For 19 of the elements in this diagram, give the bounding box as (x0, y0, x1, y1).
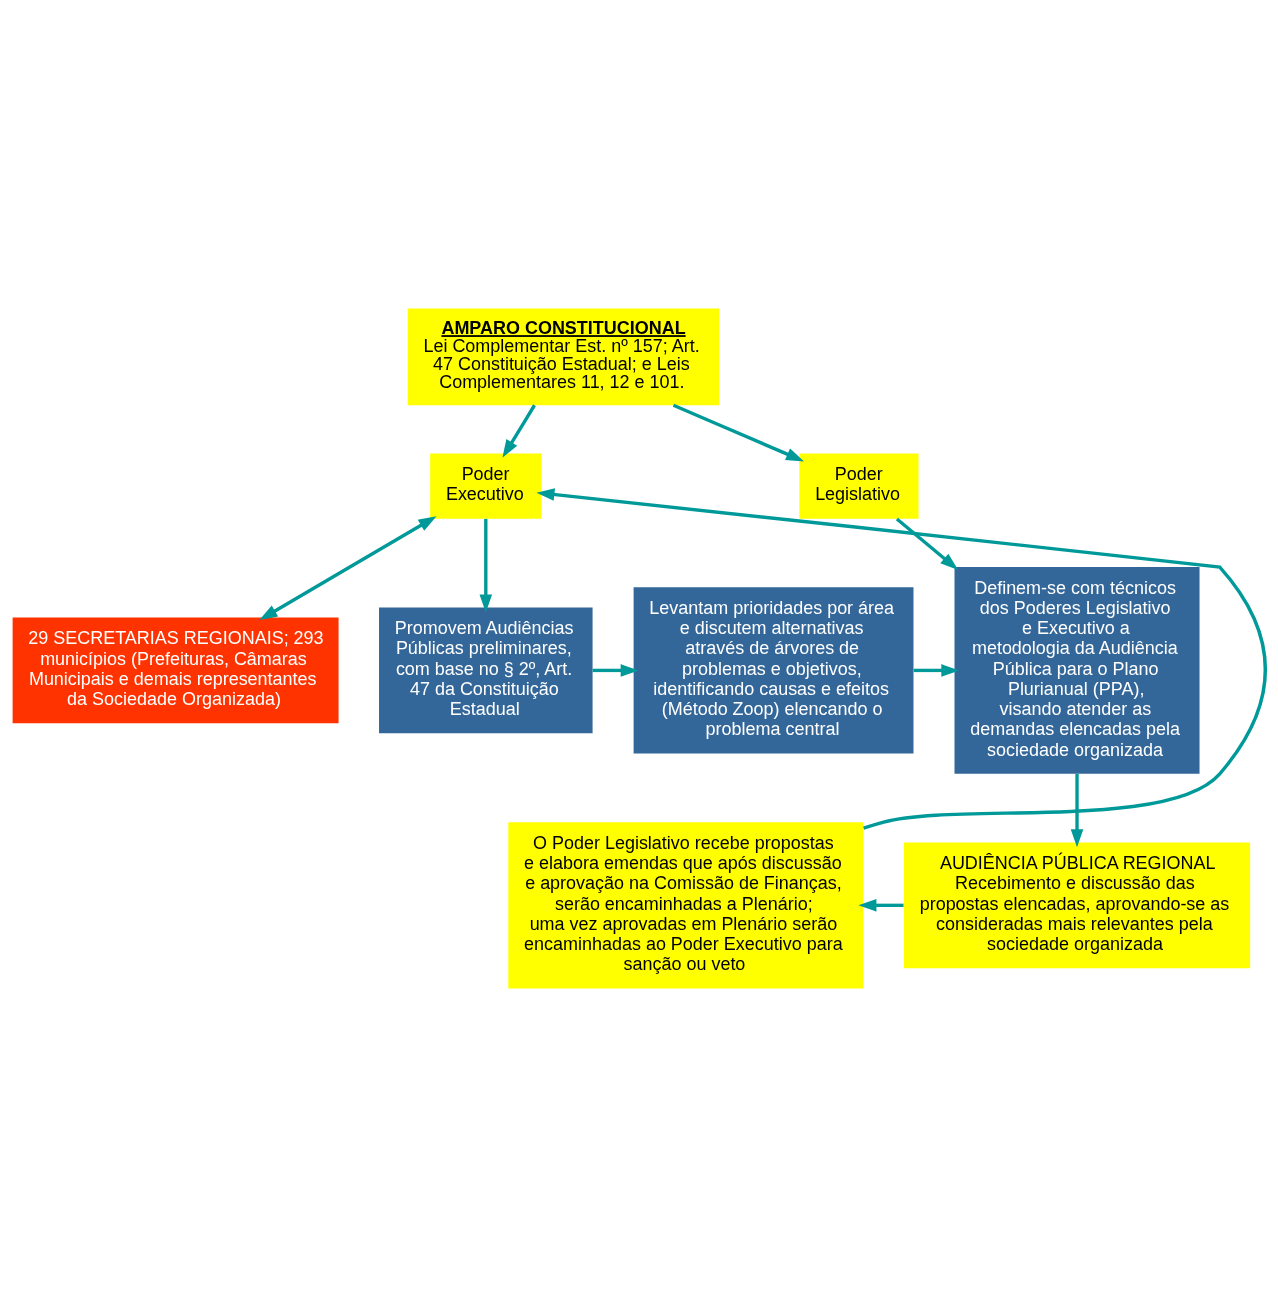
arrow (592, 663, 639, 677)
arrow (858, 898, 904, 912)
node-box: AMPARO CONSTITUCIONAL Lei Complementar Est. nº 157; Art. 47 Constituição Estadual; e Leis Complementares 11, 12 e 101. (407, 308, 720, 405)
node-box: O Poder Legislativo recebe propostas e elabora emendas que após discussão e aprovação na Comissão de Finanças, serão encaminhadas a Plenário; uma vez aprovadas em Plenário serão encaminhadas ao Poder Executivo para sanção ou veto (508, 821, 864, 988)
node-box: Definem-se com técnicos dos Poderes Legislativo e Executivo a metodologia da Audiência Pública para o Plano Plurianual (PPA), visando atender as demandas elencadas pela sociedade organizada (954, 566, 1200, 774)
node-box: Poder Executivo (430, 453, 542, 519)
arrow (479, 518, 493, 612)
node-box: AUDIÊNCIA PÚBLICA REGIONAL Recebimento e discussão das propostas elencadas, aprovando-se as consideradas mais relevantes pela sociedade organizada (903, 841, 1251, 968)
arrow (895, 517, 959, 570)
arrow (259, 515, 437, 620)
node-box: Levantam prioridades por área e discutem alternativas através de árvores de problemas e objetivos, identificando causas e efeitos (Método Zoop) elencando o problema central (633, 586, 914, 754)
arrow (502, 403, 536, 458)
node-box: 29 SECRETARIAS REGIONAIS; 293 municípios (Prefeituras, Câmaras Municipais e demais representantes da Sociedade Organizada) (12, 617, 339, 723)
arrow (913, 663, 960, 677)
arrow (1070, 773, 1084, 847)
arrow (536, 487, 1267, 830)
node-box: Poder Legislativo (799, 453, 919, 519)
arrow (672, 403, 805, 461)
node-box: Promovem Audiências Públicas preliminares, com base no § 2º, Art. 47 da Constituição Estadual (379, 606, 593, 733)
